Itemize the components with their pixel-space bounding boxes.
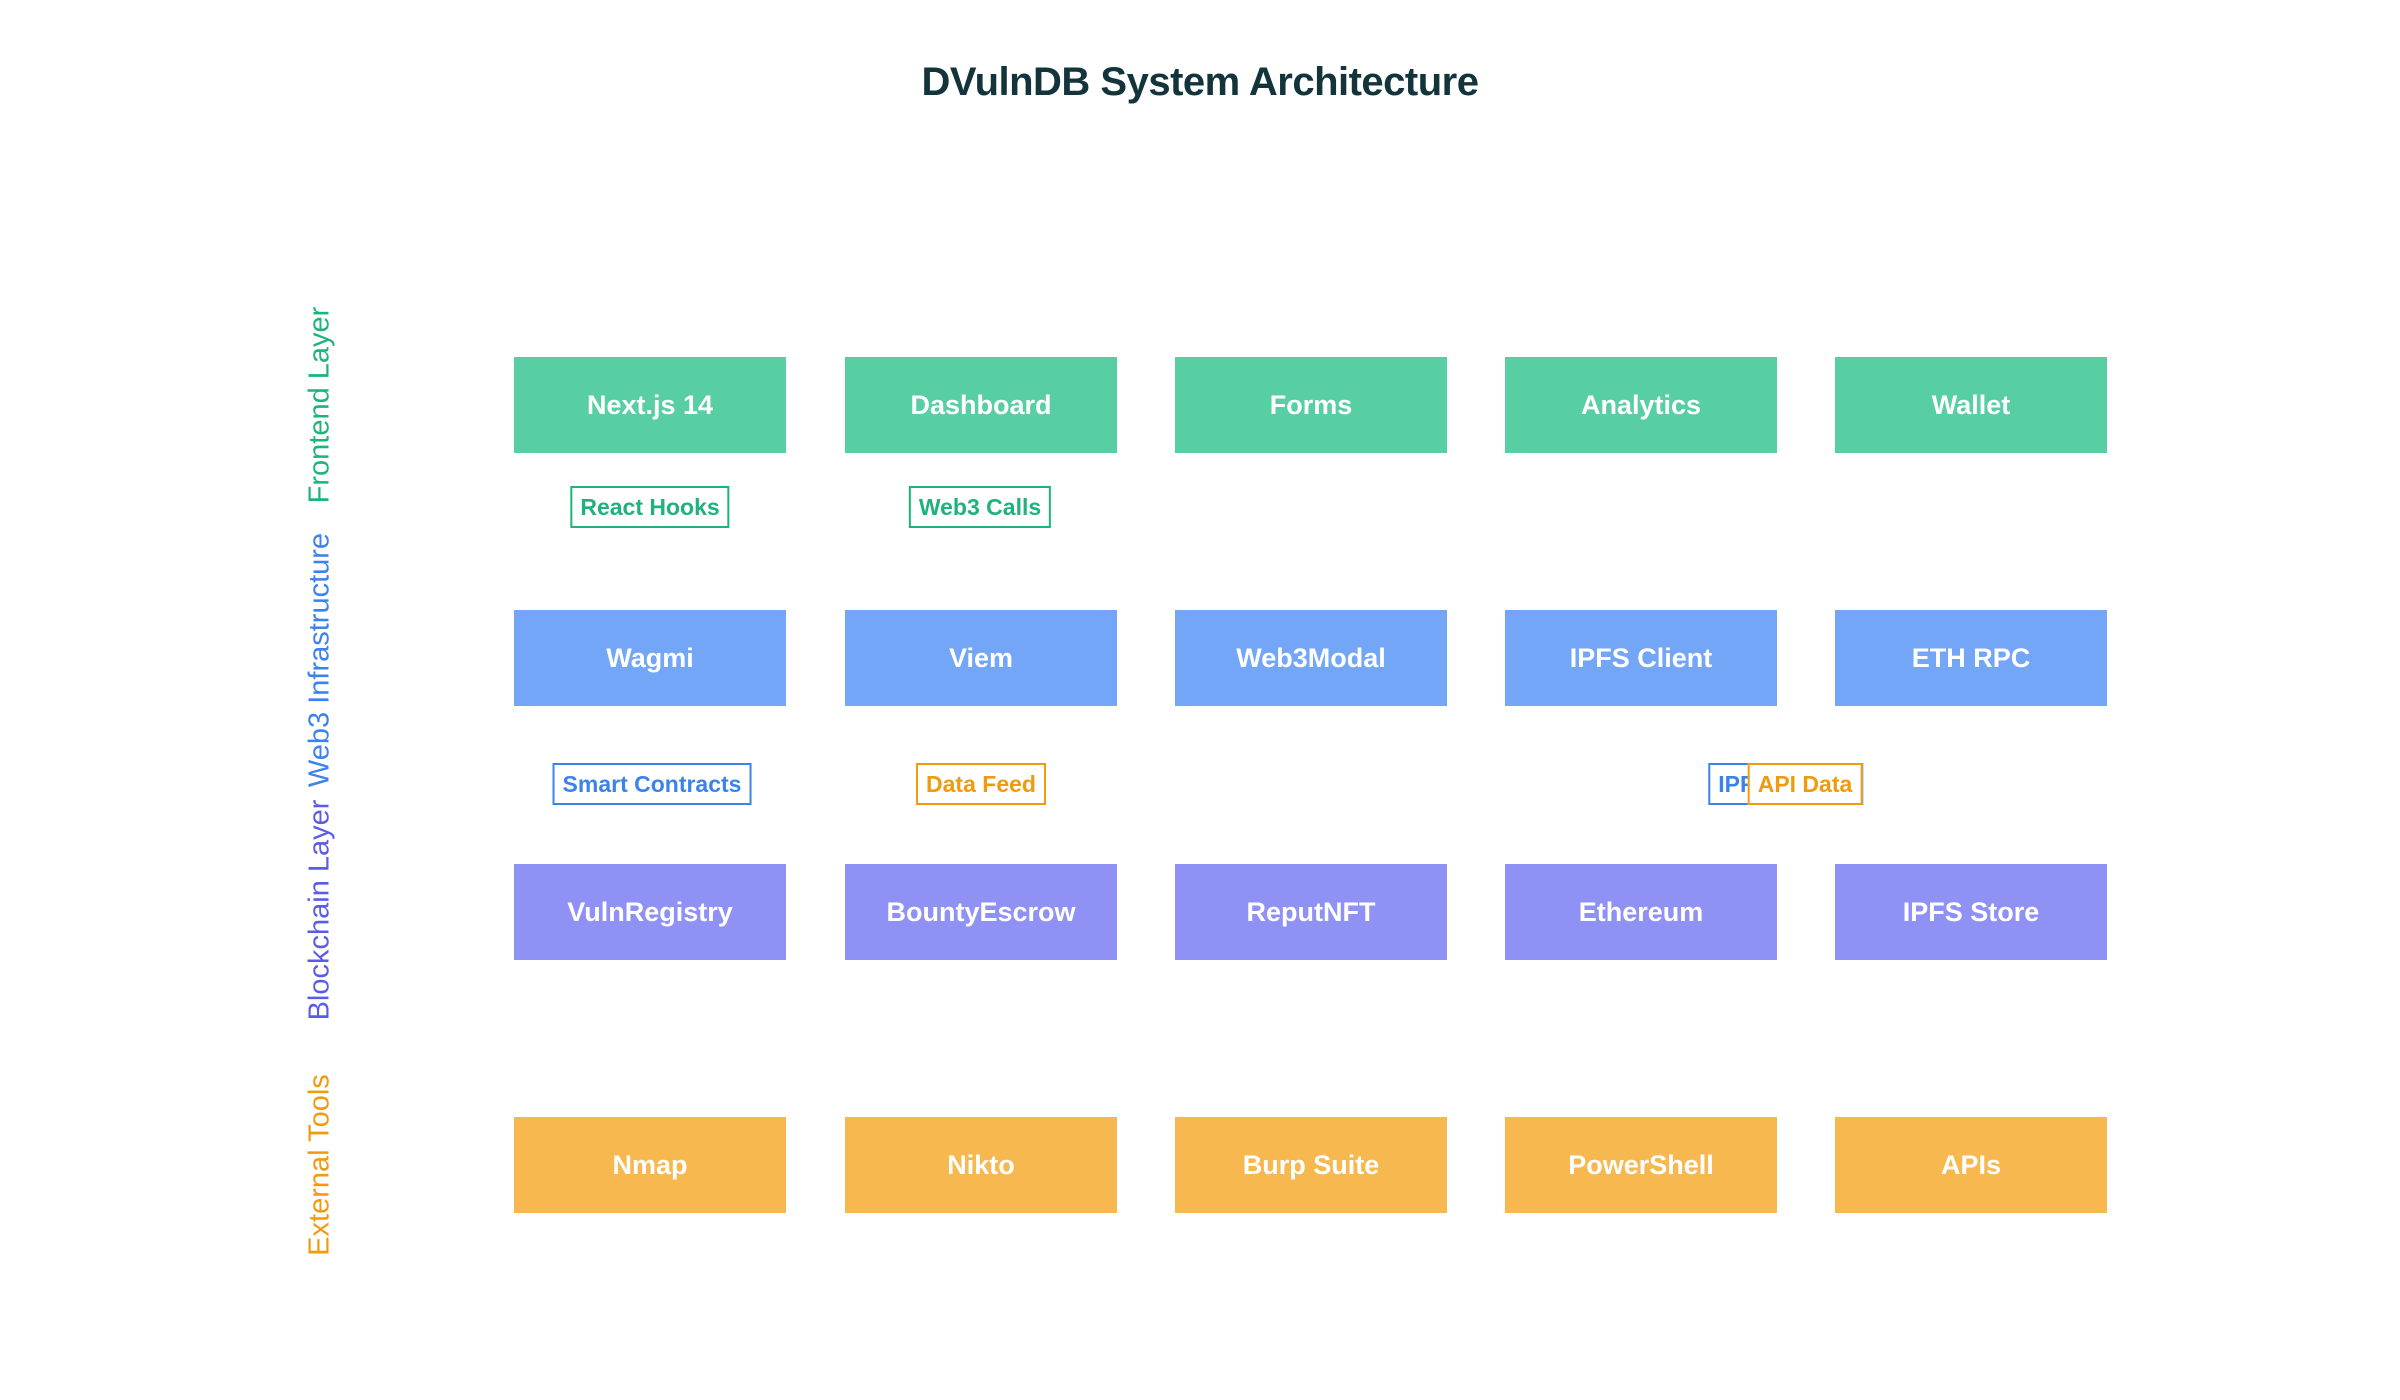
node-wagmi: Wagmi — [514, 610, 786, 706]
node-reputnft: ReputNFT — [1175, 864, 1447, 960]
node-eth-rpc: ETH RPC — [1835, 610, 2107, 706]
edge-label-web3-calls: Web3 Calls — [908, 486, 1052, 528]
node-analytics: Analytics — [1505, 357, 1777, 453]
edge-label-api-data: API Data — [1747, 763, 1863, 805]
node-ethereum: Ethereum — [1505, 864, 1777, 960]
node-apis: APIs — [1835, 1117, 2107, 1213]
node-dashboard: Dashboard — [845, 357, 1117, 453]
node-bountyescrow: BountyEscrow — [845, 864, 1117, 960]
node-viem: Viem — [845, 610, 1117, 706]
node-vulnregistry: VulnRegistry — [514, 864, 786, 960]
diagram-title: DVulnDB System Architecture — [921, 60, 1479, 104]
node-forms: Forms — [1175, 357, 1447, 453]
node-powershell: PowerShell — [1505, 1117, 1777, 1213]
node-nextjs: Next.js 14 — [514, 357, 786, 453]
node-nmap: Nmap — [514, 1117, 786, 1213]
layer-label-web3: Web3 Infrastructure — [303, 532, 336, 788]
edge-label-react-hooks: React Hooks — [570, 486, 730, 528]
node-wallet: Wallet — [1835, 357, 2107, 453]
node-web3modal: Web3Modal — [1175, 610, 1447, 706]
edge-label-data-feed: Data Feed — [916, 763, 1046, 805]
layer-label-frontend: Frontend Layer — [303, 306, 336, 504]
layer-label-blockchain: Blockchain Layer — [303, 799, 336, 1021]
edge-label-smart-contracts: Smart Contracts — [552, 763, 752, 805]
layer-label-tools: External Tools — [303, 1074, 336, 1256]
node-nikto: Nikto — [845, 1117, 1117, 1213]
node-burp-suite: Burp Suite — [1175, 1117, 1447, 1213]
node-ipfs-store: IPFS Store — [1835, 864, 2107, 960]
node-ipfs-client: IPFS Client — [1505, 610, 1777, 706]
